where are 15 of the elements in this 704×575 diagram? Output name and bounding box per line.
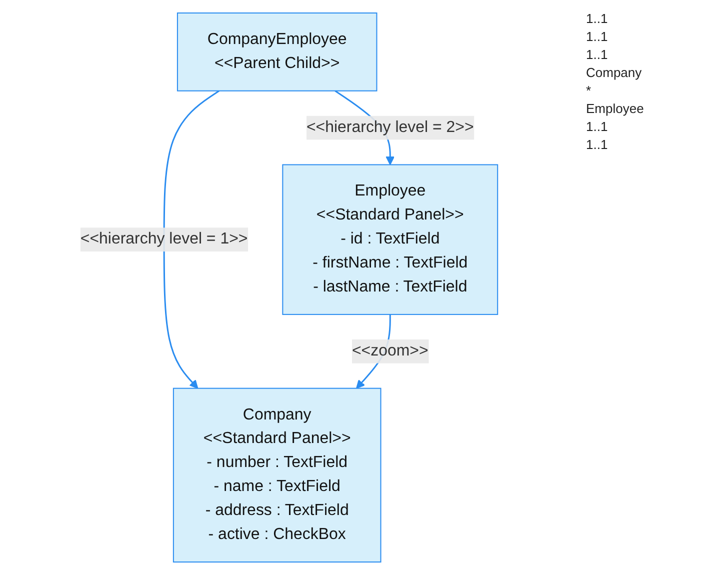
edge-label: <<hierarchy level = 2>>: [306, 118, 474, 136]
node-box: Company <<Standard Panel>> - number : TextField - name : TextField - address : TextField - active : CheckBox: [172, 388, 382, 563]
multiplicity-label: 1..1: [586, 137, 609, 152]
multiplicity-label: 1..1: [586, 119, 609, 134]
multiplicity-label: 1..1: [586, 47, 609, 62]
multiplicity-label: Company: [586, 65, 643, 80]
multiplicity-label: 1..1: [586, 11, 609, 26]
node-box: CompanyEmployee <<Parent Child>>: [176, 12, 378, 92]
multiplicity-label: 1..1: [586, 29, 609, 44]
multiplicity-label: Employee: [586, 101, 645, 116]
edge-label: <<zoom>>: [352, 342, 428, 360]
node-box: Employee <<Standard Panel>> - id : TextField - firstName : TextField - lastName : TextField: [282, 164, 498, 315]
multiplicity-label: *: [586, 83, 592, 98]
arrow: [163, 90, 220, 389]
edge-label: <<hierarchy level = 1>>: [80, 230, 248, 248]
